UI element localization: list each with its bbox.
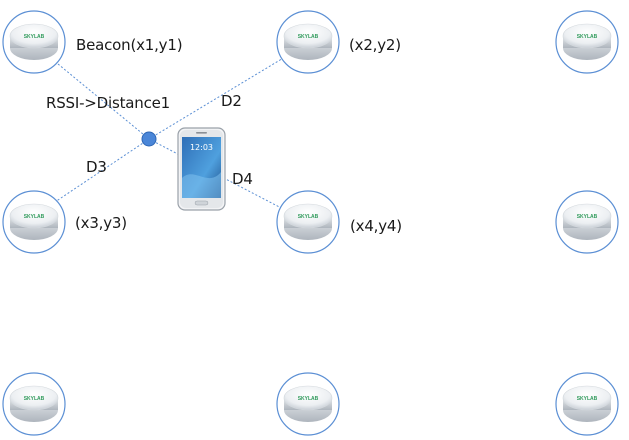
phone-clock: 12:03	[190, 143, 213, 152]
svg-text:SKYLAB: SKYLAB	[24, 34, 45, 40]
beacon-1-label: Beacon(x1,y1)	[76, 36, 183, 54]
beacon-4-label: (x4,y4)	[350, 217, 402, 235]
distance-d2-label: D2	[221, 92, 242, 110]
beacon-icon: SKYLAB	[555, 10, 619, 74]
distance-d3-label: D3	[86, 158, 107, 176]
distance-line-3	[51, 138, 150, 205]
smartphone-icon: 12:03	[177, 127, 226, 211]
svg-text:SKYLAB: SKYLAB	[24, 396, 45, 402]
beacon-icon: SKYLAB	[276, 190, 340, 254]
svg-text:SKYLAB: SKYLAB	[24, 214, 45, 220]
distance-line-2	[148, 56, 286, 140]
svg-text:SKYLAB: SKYLAB	[577, 34, 598, 40]
distance-d4-label: D4	[232, 170, 253, 188]
svg-text:SKYLAB: SKYLAB	[298, 214, 319, 220]
beacon-icon: SKYLAB	[555, 372, 619, 436]
beacon-icon: SKYLAB	[2, 10, 66, 74]
beacon-icon: SKYLAB	[276, 10, 340, 74]
beacon-3-label: (x3,y3)	[75, 214, 127, 232]
beacon-2-label: (x2,y2)	[349, 36, 401, 54]
position-dot-icon	[141, 131, 157, 147]
svg-text:SKYLAB: SKYLAB	[577, 396, 598, 402]
svg-text:SKYLAB: SKYLAB	[577, 214, 598, 220]
beacon-icon: SKYLAB	[276, 372, 340, 436]
beacon-icon: SKYLAB	[2, 190, 66, 254]
svg-text:SKYLAB: SKYLAB	[298, 396, 319, 402]
beacon-icon: SKYLAB	[2, 372, 66, 436]
rssi-distance-label: RSSI->Distance1	[46, 94, 171, 112]
beacon-icon: SKYLAB	[555, 190, 619, 254]
svg-text:SKYLAB: SKYLAB	[298, 34, 319, 40]
